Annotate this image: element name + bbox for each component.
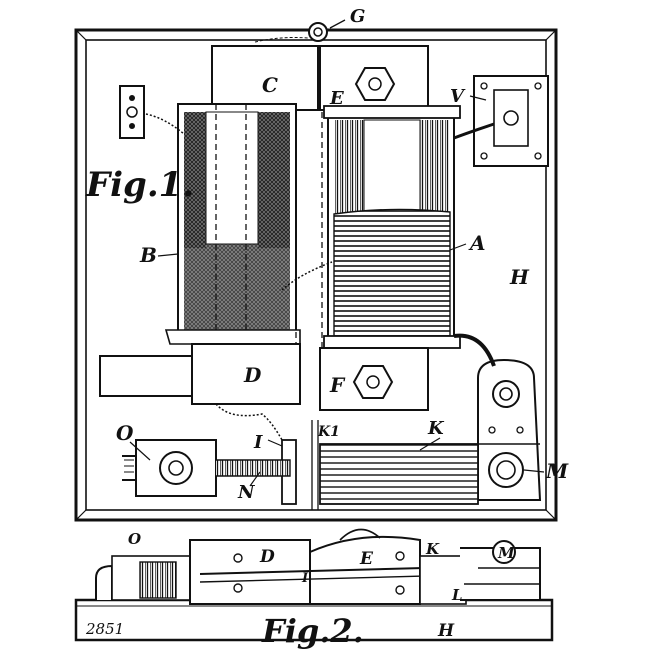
label-B: B [139,243,157,267]
fig2-side-view [74,528,554,642]
fig2-label-E: E [359,549,374,569]
label-G: G [350,6,365,27]
bracket-M [453,333,542,501]
pole-piece-E [319,45,429,111]
fig2-label-I: I [301,571,309,586]
fig2-label-O: O [128,530,141,548]
fig2-label-H: H [437,621,455,641]
fig2-label-K: K [425,540,440,558]
label-I: I [253,432,263,453]
label-K1: K1 [317,424,340,440]
label-C: C [262,73,278,97]
coil-A [323,105,461,349]
label-K: K [427,418,445,439]
fig1-title: Fig.1. [85,165,194,205]
pole-piece-D [99,343,301,405]
label-E: E [329,88,344,109]
terminal-G [254,19,346,43]
label-F: F [329,373,346,397]
fig2-label-M: M [497,544,515,562]
label-M: M [545,459,569,483]
label-D: D [243,363,262,387]
label-N: N [237,482,256,503]
label-V: V [450,86,466,107]
terminal-N [119,85,185,139]
leader-lines [129,95,545,487]
pole-piece-F [319,347,429,411]
armature-K [311,420,479,510]
terminal-V [453,75,549,167]
label-O: O [116,421,134,445]
fig2-title: Fig.2. [261,612,364,650]
fig2-label-L: L [451,586,463,604]
fig2-label-D: D [259,547,275,567]
label-A: A [468,231,486,255]
label-H: H [509,265,530,289]
plate-number: 2851 [85,620,124,638]
coil-B [164,103,301,345]
adjusting-screw-O [122,403,297,505]
